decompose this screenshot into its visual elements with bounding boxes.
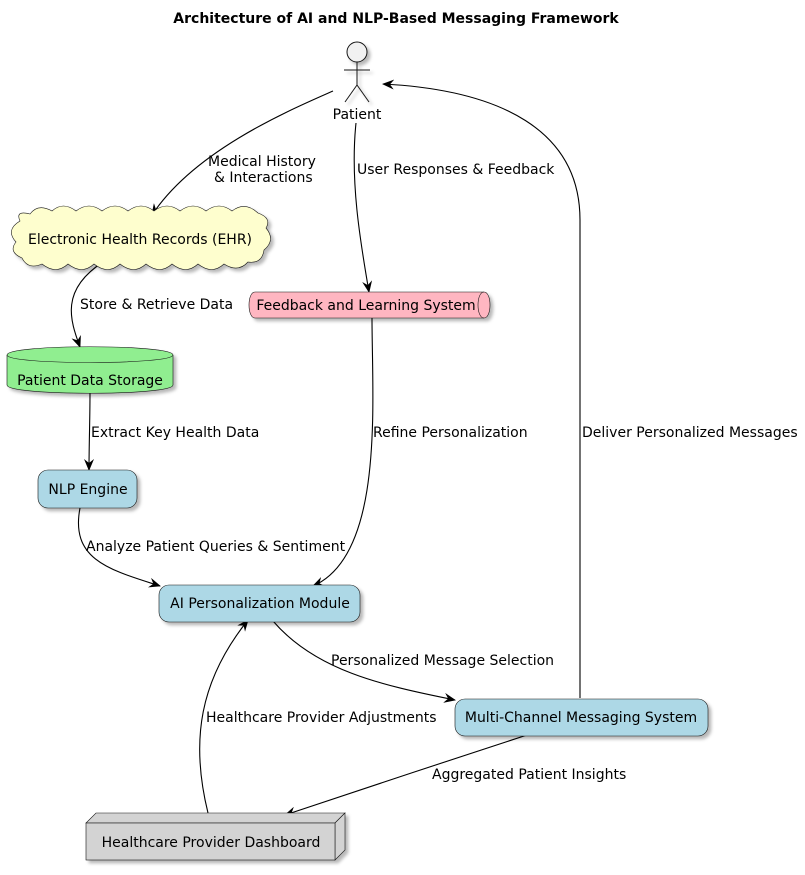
label-deliver: Deliver Personalized Messages bbox=[582, 425, 798, 441]
label-refine: Refine Personalization bbox=[373, 425, 528, 441]
node-messaging-label: Multi-Channel Messaging System bbox=[465, 710, 697, 726]
node-ai: AI Personalization Module bbox=[158, 584, 361, 623]
node-dashboard: Healthcare Provider Dashboard bbox=[85, 812, 346, 861]
node-ai-label: AI Personalization Module bbox=[170, 596, 350, 612]
node-dashboard-front bbox=[85, 822, 336, 861]
node-messaging: Multi-Channel Messaging System bbox=[454, 698, 709, 737]
edge-patient-to-feedback bbox=[353, 122, 373, 293]
edge-messaging-to-patient bbox=[382, 79, 581, 698]
edge-feedback-to-ai bbox=[312, 317, 374, 587]
edge-nlp-to-ai bbox=[78, 507, 161, 588]
label-selection: Personalized Message Selection bbox=[331, 653, 554, 669]
actor-patient: Patient bbox=[333, 41, 382, 123]
label-analyze: Analyze Patient Queries & Sentiment bbox=[86, 539, 346, 555]
label-extract: Extract Key Health Data bbox=[91, 425, 259, 441]
edges bbox=[70, 79, 581, 817]
diagram-title: Architecture of AI and NLP-Based Messagi… bbox=[173, 11, 619, 27]
edge-patient-to-ehr bbox=[151, 90, 334, 216]
node-nlp: NLP Engine bbox=[37, 469, 138, 509]
label-interactions: & Interactions bbox=[214, 170, 313, 186]
database-shape bbox=[6, 346, 174, 394]
edge-storage-to-nlp bbox=[84, 391, 95, 471]
cloud-shape bbox=[11, 205, 271, 270]
actor-label: Patient bbox=[333, 107, 382, 123]
node-dashboard-top bbox=[85, 812, 346, 824]
node-nlp-label: NLP Engine bbox=[48, 482, 127, 498]
edge-dashboard-to-ai bbox=[199, 619, 249, 814]
edge-ai-to-messaging bbox=[272, 620, 456, 703]
node-feedback-label: Feedback and Learning System bbox=[256, 298, 475, 314]
node-ehr-label: Electronic Health Records (EHR) bbox=[28, 232, 252, 248]
node-dashboard-label: Healthcare Provider Dashboard bbox=[102, 835, 321, 851]
edge-ehr-to-storage bbox=[70, 261, 104, 348]
node-messaging-box bbox=[454, 698, 709, 737]
label-adjustments: Healthcare Provider Adjustments bbox=[206, 710, 437, 726]
stick-figure-icon bbox=[344, 41, 370, 103]
label-user-responses: User Responses & Feedback bbox=[357, 162, 555, 178]
label-medical-history: Medical History bbox=[208, 154, 316, 170]
node-storage: Patient Data Storage bbox=[6, 346, 174, 394]
edge-labels: Medical History & Interactions User Resp… bbox=[80, 154, 798, 783]
node-storage-label: Patient Data Storage bbox=[17, 373, 163, 389]
node-ai-box bbox=[158, 584, 361, 623]
node-nlp-box bbox=[37, 469, 138, 509]
node-ehr: Electronic Health Records (EHR) bbox=[11, 205, 271, 270]
label-store-retrieve: Store & Retrieve Data bbox=[80, 297, 233, 313]
node-feedback: Feedback and Learning System bbox=[248, 291, 491, 319]
label-insights: Aggregated Patient Insights bbox=[432, 767, 626, 783]
edge-messaging-to-dashboard bbox=[284, 734, 528, 817]
